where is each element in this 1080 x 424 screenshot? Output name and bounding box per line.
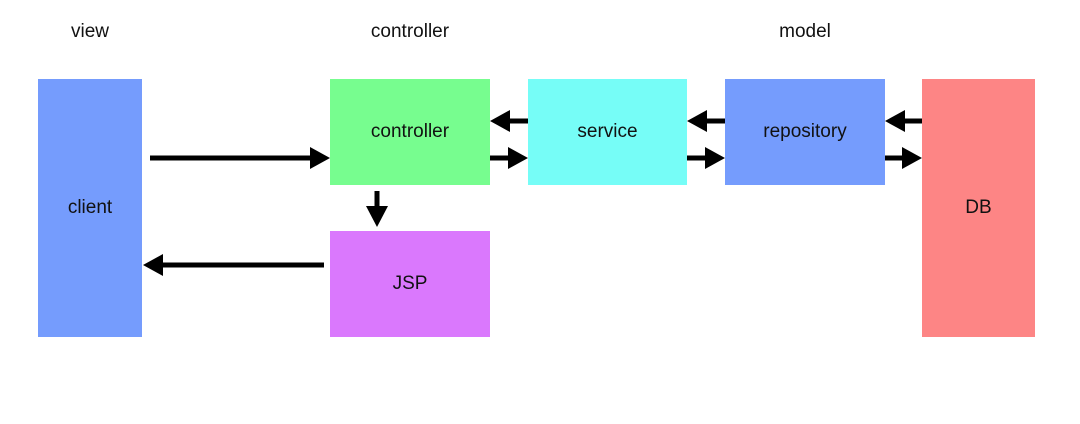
- arrow-db-to-repository: [885, 110, 922, 132]
- jsp-label: JSP: [392, 273, 428, 294]
- arrow-service-to-controller: [490, 110, 528, 132]
- client-box: client: [38, 79, 142, 337]
- controller-label: controller: [370, 121, 450, 142]
- service-label: service: [577, 121, 638, 142]
- arrow-repository-to-service: [687, 110, 725, 132]
- client-label: client: [67, 197, 113, 218]
- repository-label: repository: [763, 121, 847, 142]
- arrow-repository-to-db: [885, 147, 922, 169]
- arrow-controller-to-jsp: [366, 191, 388, 227]
- db-box: DB: [922, 79, 1035, 337]
- service-box: service: [528, 79, 687, 185]
- repository-box: repository: [725, 79, 885, 185]
- layer-label-controller: controller: [370, 21, 450, 42]
- arrow-client-to-controller: [150, 147, 330, 169]
- db-label: DB: [965, 197, 992, 218]
- arrow-service-to-repository: [687, 147, 725, 169]
- layer-label-model: model: [779, 21, 831, 42]
- controller-box: controller: [330, 79, 490, 185]
- arrow-jsp-to-client: [143, 254, 324, 276]
- layer-label-view: view: [70, 21, 109, 42]
- jsp-box: JSP: [330, 231, 490, 337]
- arrow-controller-to-service: [490, 147, 528, 169]
